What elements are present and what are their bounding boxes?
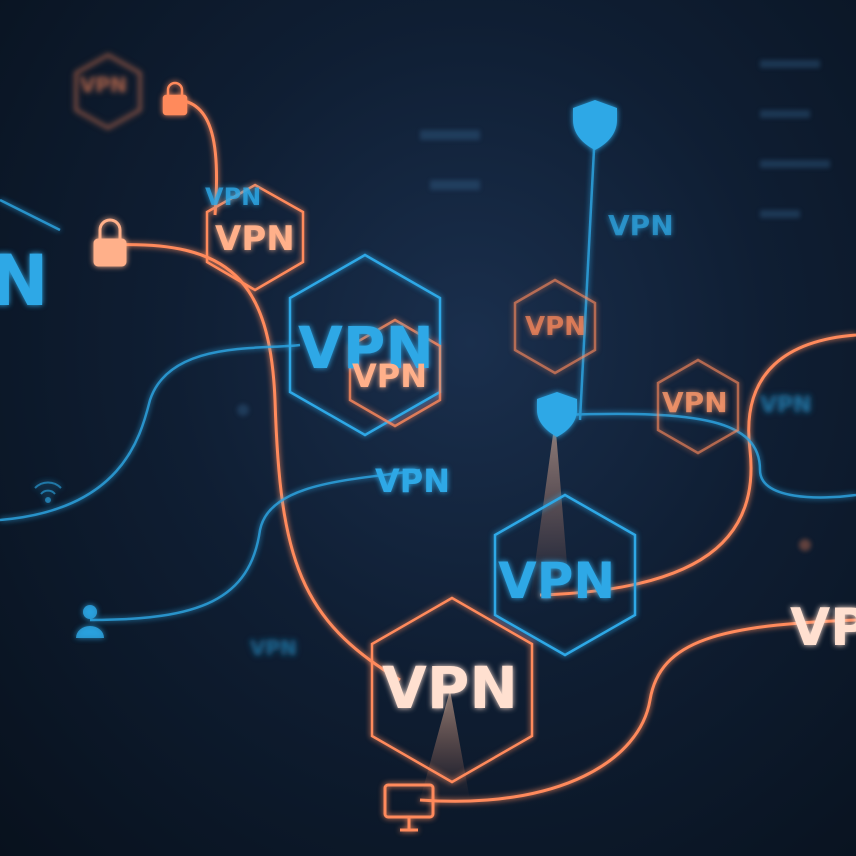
vpn-label: VPN	[498, 552, 615, 610]
vpn-label: VPN	[608, 209, 674, 242]
vpn-label: VPN	[250, 636, 297, 660]
hexagons	[74, 53, 740, 784]
vpn-label: VPN	[298, 314, 434, 382]
vpn-label: VPN	[352, 357, 427, 395]
orange-connection-lines	[109, 98, 856, 803]
vpn-label: VPN	[205, 183, 261, 211]
vpn-label: VPN	[80, 73, 127, 97]
background-bokeh	[237, 60, 830, 551]
wifi-icon	[34, 481, 62, 503]
light-beam	[530, 420, 570, 600]
blue-connection-lines	[0, 129, 856, 622]
vpn-label: VPN	[760, 393, 812, 418]
vpn-label: VPN	[375, 462, 450, 500]
lock-icon	[162, 81, 188, 116]
shield-icon	[573, 100, 617, 150]
lock-icon	[93, 218, 127, 267]
vpn-label: VPN	[382, 654, 518, 722]
vpn-label-partial: N	[0, 240, 49, 322]
user-icon	[76, 605, 104, 638]
vpn-label: VPN	[662, 386, 728, 419]
light-beam	[420, 690, 470, 800]
vpn-label-partial: VP	[790, 598, 856, 658]
monitor-icon	[383, 783, 435, 832]
shield-icon	[537, 392, 577, 437]
vpn-label: VPN	[525, 312, 586, 342]
vpn-label: VPN	[215, 219, 295, 259]
